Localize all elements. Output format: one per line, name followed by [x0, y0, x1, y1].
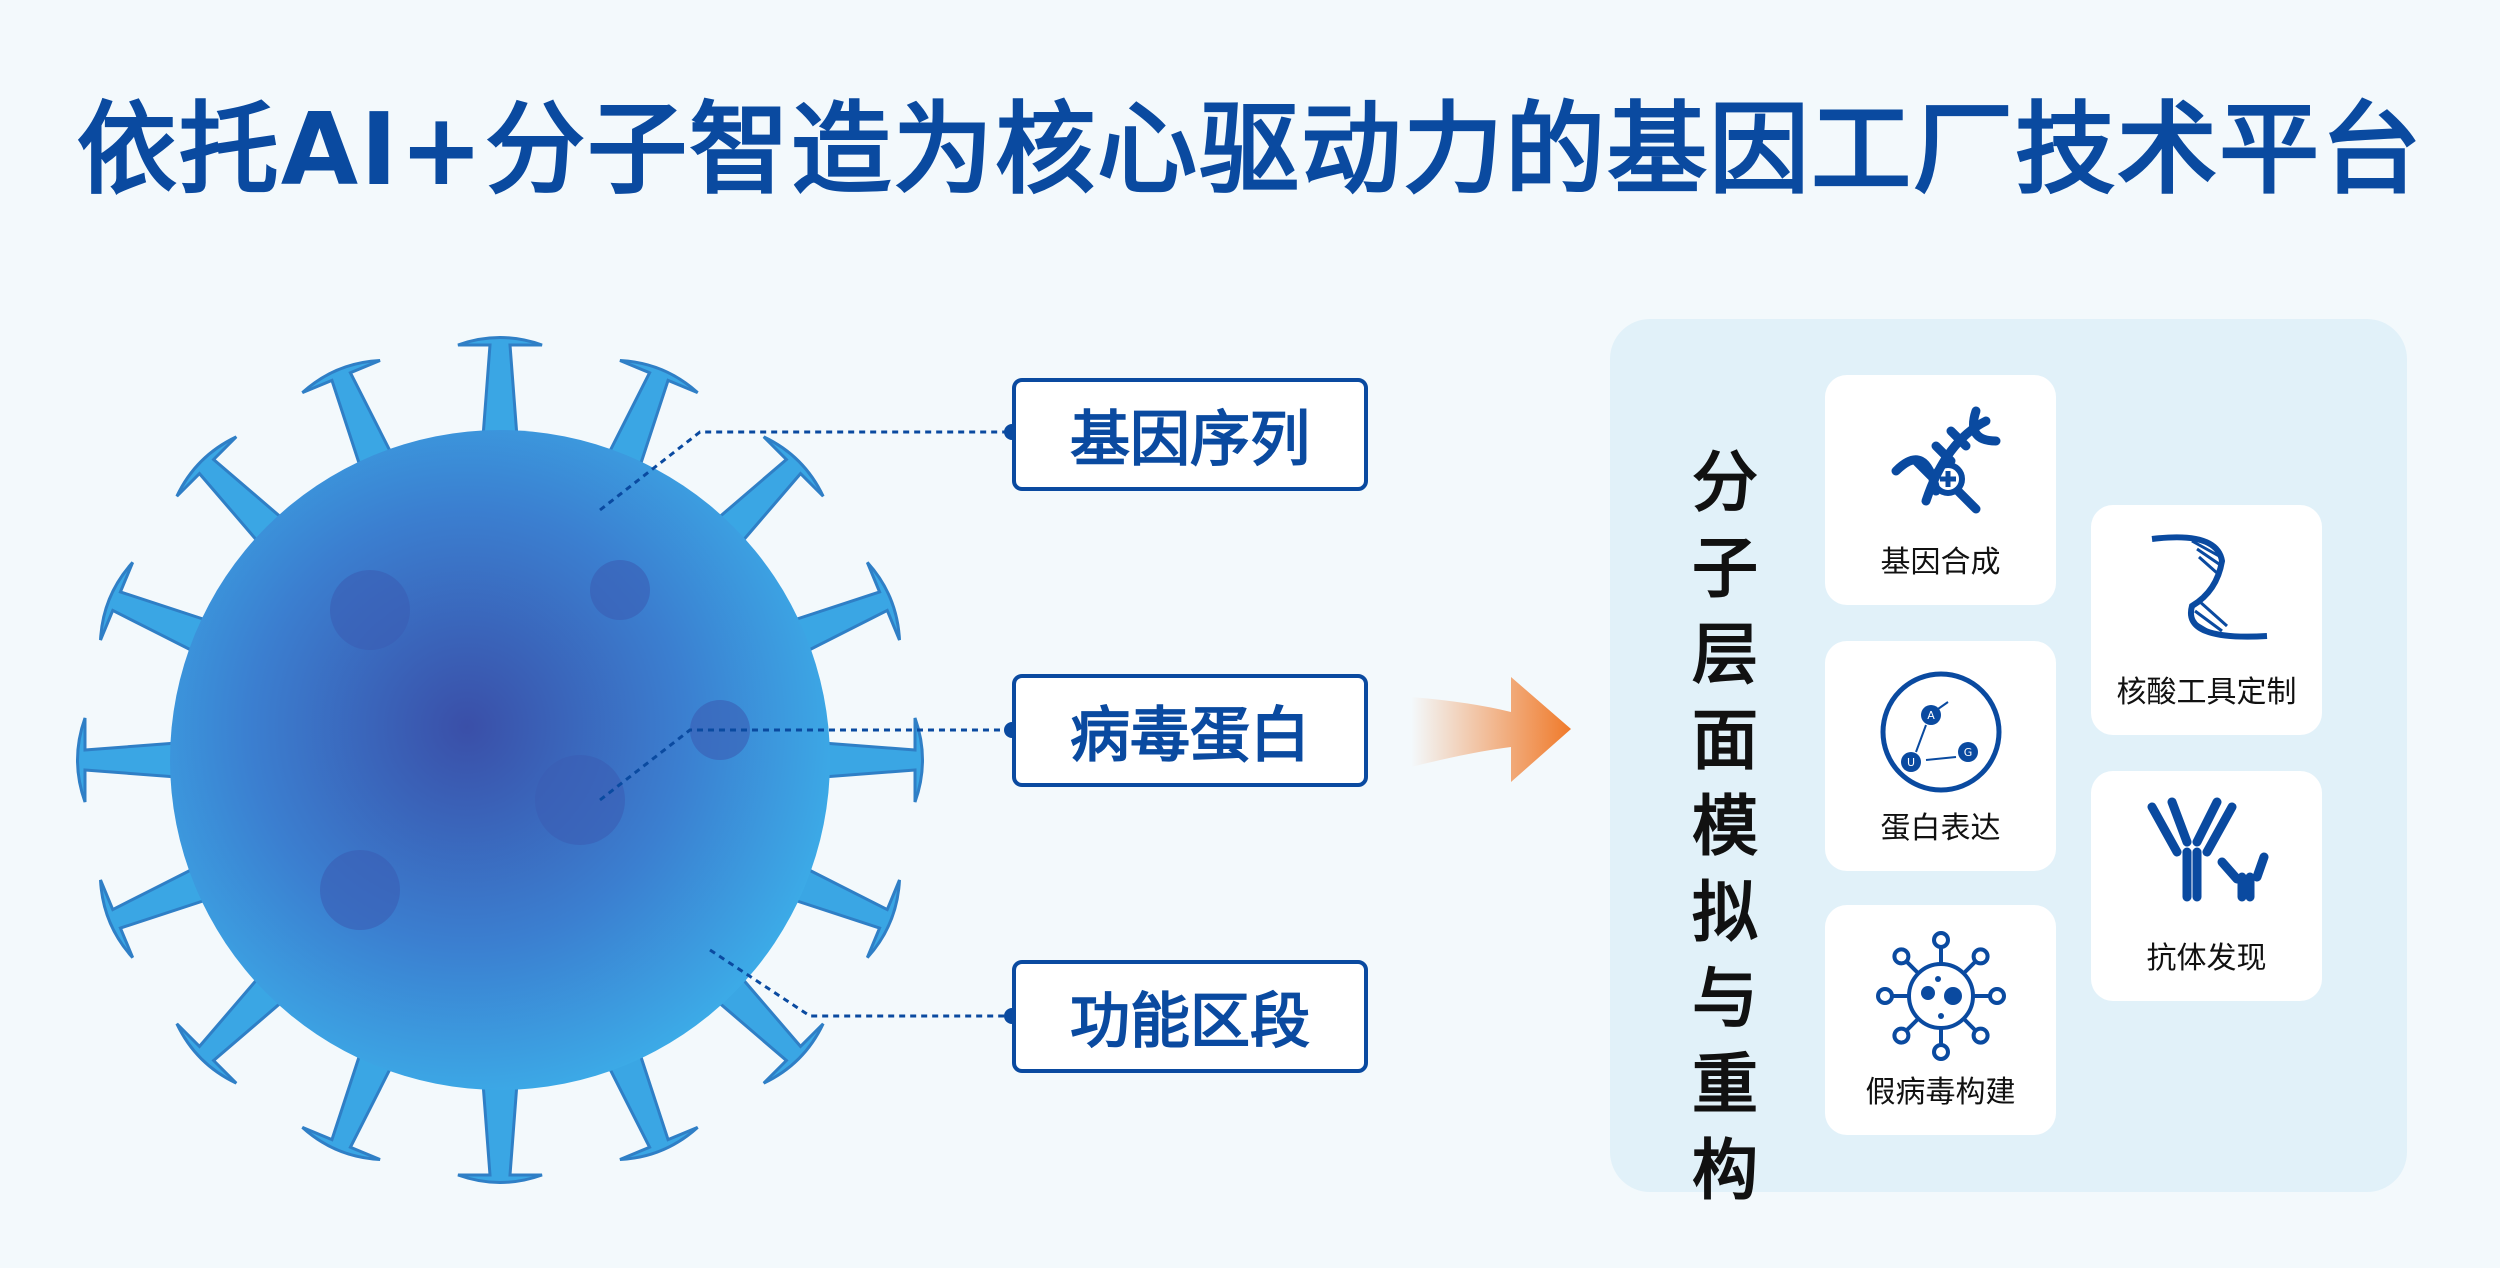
virus-spike — [175, 435, 296, 556]
virus-spike — [777, 561, 901, 661]
virus-spike — [704, 435, 825, 556]
label-viral-protein: 病毒蛋白 — [1012, 674, 1368, 787]
card-gene-synthesis[interactable]: 基因合成 — [1825, 375, 2056, 605]
virus-spike — [301, 359, 401, 483]
card-label: 核酸工具定制 — [2116, 675, 2297, 710]
virus-icon — [1875, 931, 2006, 1061]
card-label: 基因合成 — [1880, 545, 2001, 580]
dna-magnifier-icon — [1891, 406, 2000, 514]
virus-spike — [99, 561, 223, 661]
protein-aug-icon: A U G — [1880, 671, 2001, 793]
virus-spike — [599, 1037, 699, 1161]
card-label: 抗体发现 — [2146, 941, 2267, 976]
card-label: 蛋白表达 — [1880, 811, 2001, 846]
virus-spike — [99, 859, 223, 959]
letter-a: A — [1927, 709, 1935, 722]
card-nucleic-acid-tools[interactable]: 核酸工具定制 — [2091, 505, 2322, 735]
virus-spike — [808, 717, 924, 803]
virus-spike — [457, 1068, 543, 1184]
panel-heading: 分子层面模拟与重构 — [1692, 444, 1758, 1209]
letter-g: G — [1963, 746, 1972, 759]
label-functional-region: 功能区段 — [1012, 960, 1368, 1073]
card-pseudovirus-construction[interactable]: 假病毒构建 — [1825, 905, 2056, 1135]
virus-spike — [457, 336, 543, 452]
card-protein-expression[interactable]: A U G 蛋白表达 — [1825, 641, 2056, 871]
card-label: 假病毒构建 — [1865, 1075, 2016, 1110]
arrow-right-icon — [1411, 677, 1571, 782]
nucleic-acid-strand-icon — [2151, 534, 2267, 640]
virus-illustration — [76, 336, 924, 1184]
virus-spike — [175, 964, 296, 1085]
letter-u: U — [1906, 756, 1914, 769]
virus-spike — [777, 859, 901, 959]
card-antibody-discovery[interactable]: 抗体发现 — [2091, 771, 2322, 1001]
label-gene-sequence: 基因序列 — [1012, 378, 1368, 491]
virus-spike — [704, 964, 825, 1085]
virus-spike — [599, 359, 699, 483]
antibody-icon — [2147, 797, 2268, 902]
virus-spike — [301, 1037, 401, 1161]
virus-spike — [76, 717, 192, 803]
page-title: 依托AI+分子智造为核心驱动力的基因工厂技术平台 — [76, 91, 2424, 208]
